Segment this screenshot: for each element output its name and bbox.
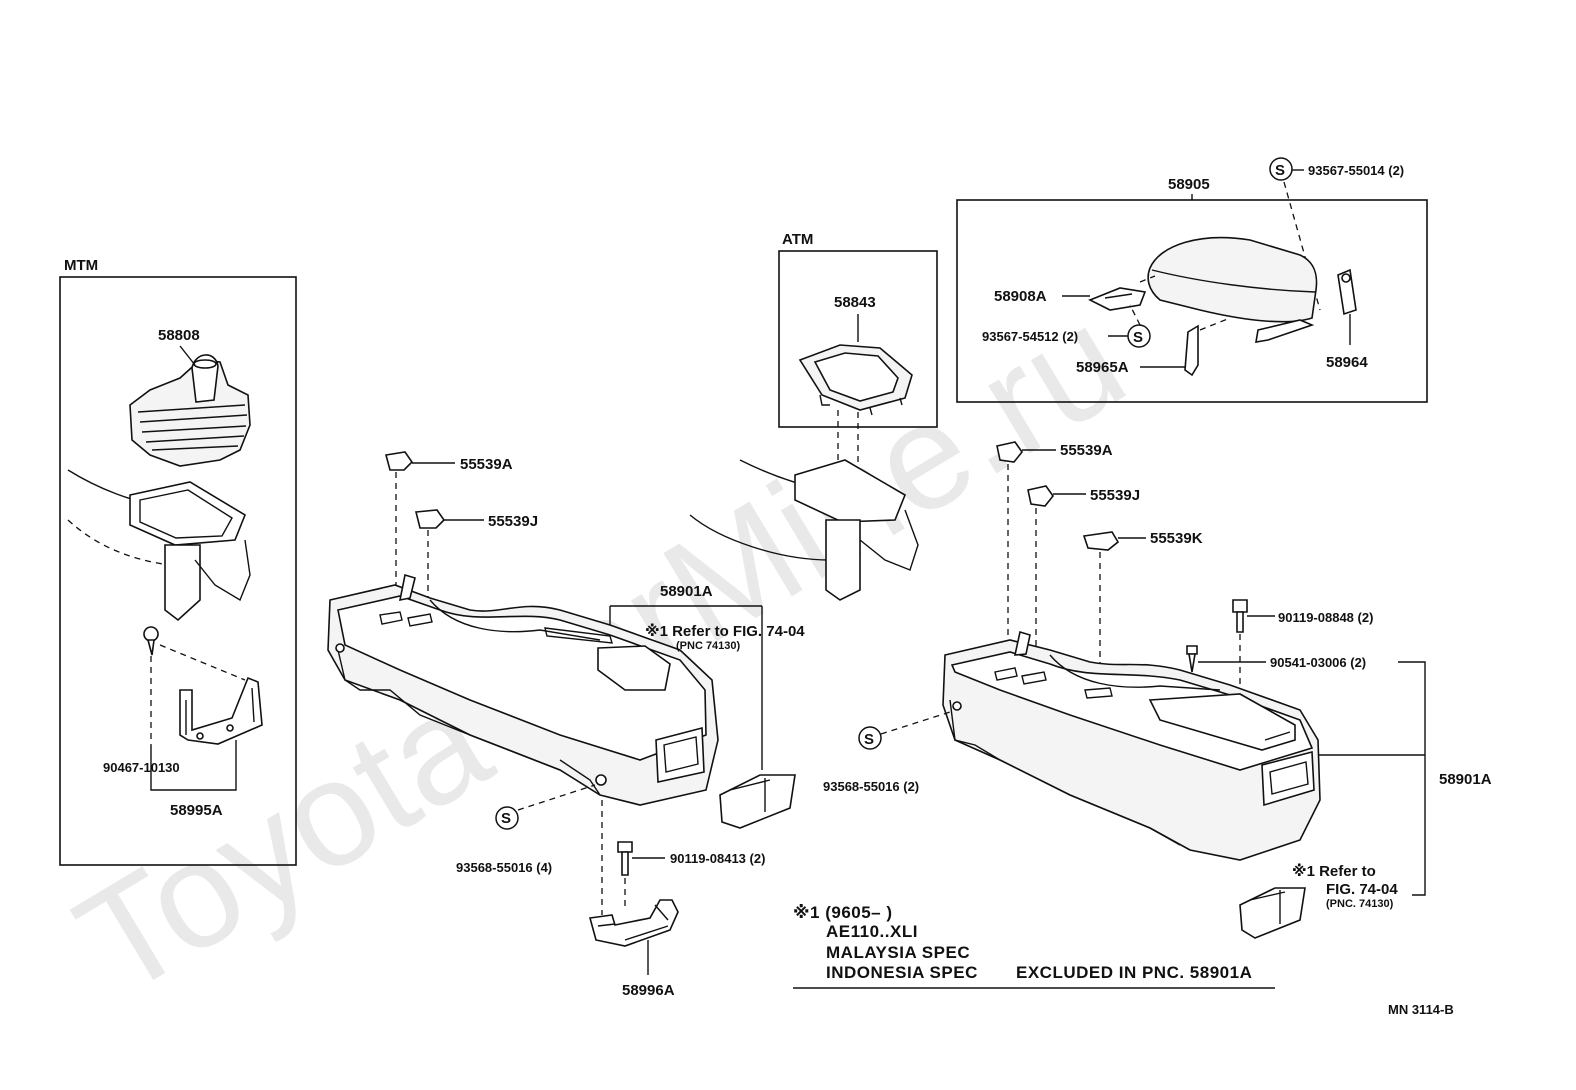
- bracket-58901A-left-sides: [609, 606, 763, 770]
- ashtray-left: [719, 774, 796, 829]
- part-label-58908A: 58908A: [994, 288, 1047, 305]
- clip-55539K: [1082, 531, 1120, 551]
- part-label-58995A: 58995A: [170, 802, 223, 819]
- note-excluded: EXCLUDED IN PNC. 58901A: [1016, 963, 1252, 982]
- bracket-58901A-right: [1398, 661, 1426, 896]
- dash-58908A: [1139, 275, 1156, 283]
- part-label-55539A-left: 55539A: [460, 456, 513, 473]
- leader-58995A: [150, 740, 237, 791]
- ref-right-line1: ※1 Refer to: [1292, 862, 1376, 880]
- bracket-58996A: [588, 899, 679, 947]
- armrest-lid: [1147, 236, 1318, 343]
- part-label-90541-03006: 90541-03006 (2): [1270, 655, 1366, 670]
- part-label-58964: 58964: [1326, 354, 1368, 371]
- lock-58965A: [1184, 324, 1199, 377]
- screw-symbol-text-top: S: [1275, 162, 1285, 179]
- right-console-group: 55539A 55539J 55539K 90119-08848 (2) 9: [823, 441, 1492, 939]
- clip-90467: [143, 626, 159, 656]
- ref-right-line3: (PNC. 74130): [1326, 898, 1394, 910]
- part-label-58901A-right: 58901A: [1439, 771, 1492, 788]
- dash-58965A: [1199, 317, 1231, 331]
- armrest-group-58905: 58905 S 93567-55014 (2) 58908A S: [956, 157, 1428, 403]
- clip-55539A-left: [384, 451, 414, 471]
- bolt-90119-08848: [1232, 599, 1248, 633]
- diagram-code: MN 3114-B: [1388, 1002, 1454, 1017]
- mtm-frame: [59, 276, 297, 866]
- note-line2: AE110..XLI: [826, 922, 918, 941]
- part-label-58843: 58843: [834, 294, 876, 311]
- screw-90541-03006: [1186, 645, 1198, 673]
- leader-58808: [179, 345, 196, 366]
- atm-label: ATM: [782, 231, 813, 248]
- note-line1: ※1 (9605– ): [793, 903, 893, 922]
- screw-symbol-93567-54512: S: [1127, 324, 1151, 348]
- screw-symbol-text-mid: S: [1133, 329, 1143, 346]
- console-body-58901A-right: [942, 630, 1321, 861]
- atm-group: ATM 58843: [689, 231, 938, 601]
- atm-console-section: [689, 459, 919, 601]
- part-label-58965A: 58965A: [1076, 359, 1129, 376]
- clip-55539J-right: [1027, 485, 1054, 507]
- dash-93567-54512: [1129, 304, 1141, 326]
- ashtray-right: [1239, 887, 1306, 939]
- shift-bezel-58843: [798, 344, 913, 416]
- part-label-93568-55016-2: 93568-55016 (2): [823, 779, 919, 794]
- part-label-55539A-right: 55539A: [1060, 442, 1113, 459]
- footnote: ※1 (9605– ) AE110..XLI MALAYSIA SPEC IND…: [793, 903, 1275, 989]
- screw-symbol-93568-right: S: [858, 726, 882, 750]
- screw-symbol-text-right: S: [864, 731, 874, 748]
- part-label-93567-55014: 93567-55014 (2): [1308, 163, 1404, 178]
- note-line3: MALAYSIA SPEC: [826, 943, 970, 962]
- latch-58964: [1337, 268, 1357, 316]
- console-body-58901A-left: [327, 573, 719, 806]
- hinge-58908A: [1088, 287, 1147, 311]
- ref-left-line2: (PNC 74130): [676, 640, 741, 652]
- ref-right-line2: FIG. 74-04: [1326, 881, 1398, 898]
- mtm-label: MTM: [64, 257, 98, 274]
- part-label-55539K: 55539K: [1150, 530, 1203, 547]
- bracket-58995A: [179, 676, 263, 745]
- dash-atm: [837, 410, 859, 470]
- screw-symbol-93568-left: S: [495, 806, 519, 830]
- bolt-90119-08413: [617, 841, 633, 876]
- ref-left-line1: ※1 Refer to FIG. 74-04: [645, 622, 805, 640]
- part-label-58996A: 58996A: [622, 982, 675, 999]
- leader-dash-bracket: [159, 644, 246, 681]
- part-label-58808: 58808: [158, 327, 200, 344]
- part-label-90119-08848: 90119-08848 (2): [1278, 610, 1373, 625]
- clip-55539J-left: [414, 509, 446, 529]
- left-console-group: 55539A 55539J 58901A ※1 Refer to: [327, 451, 805, 999]
- part-label-58905: 58905: [1168, 176, 1210, 193]
- dash-93568-right: [880, 711, 951, 735]
- part-label-93568-55016-4: 93568-55016 (4): [456, 860, 552, 875]
- screw-symbol-93567-55014: S: [1269, 157, 1293, 181]
- part-label-58901A-left: 58901A: [660, 583, 713, 600]
- clip-55539A-right: [996, 441, 1023, 463]
- part-label-55539J-left: 55539J: [488, 513, 538, 530]
- part-label-90119-08413: 90119-08413 (2): [670, 851, 765, 866]
- mtm-console-section: [67, 469, 251, 622]
- shift-boot-58808: [129, 354, 251, 467]
- screw-symbol-text-left: S: [501, 810, 511, 827]
- dash-93568-left: [517, 784, 596, 811]
- part-label-93567-54512: 93567-54512 (2): [982, 329, 1078, 344]
- part-label-55539J-right: 55539J: [1090, 487, 1140, 504]
- mtm-group: MTM 58808: [59, 257, 297, 866]
- part-label-90467-10130: 90467-10130: [103, 760, 180, 775]
- note-line4: INDONESIA SPEC: [826, 963, 978, 982]
